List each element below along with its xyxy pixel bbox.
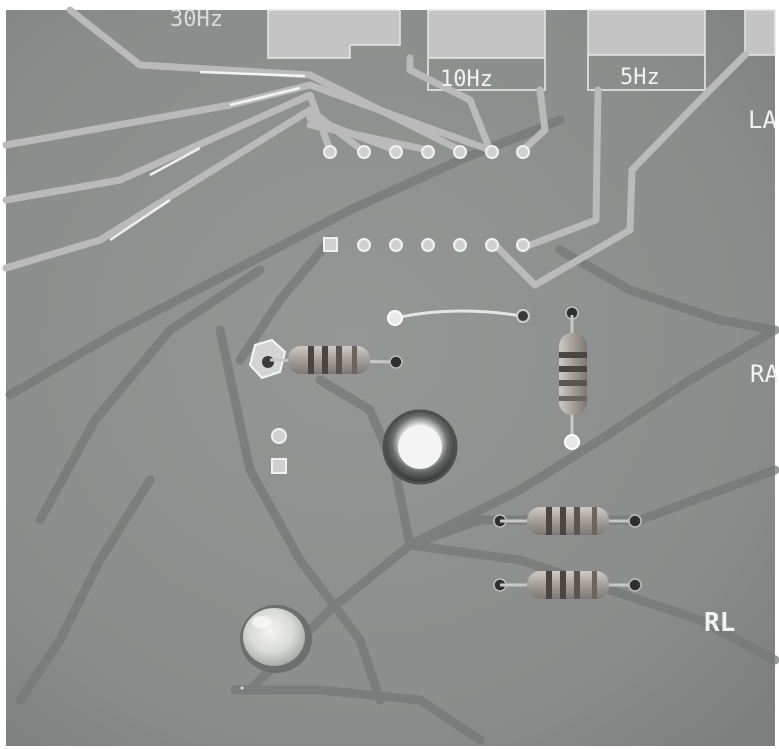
label-rl: RL	[704, 608, 735, 638]
copper-traces	[2, 6, 749, 289]
resistor-vertical	[559, 306, 587, 450]
resistor-right-1	[493, 507, 642, 535]
resistor-right-2	[493, 571, 642, 599]
trace-highlights	[109, 70, 306, 242]
led	[240, 605, 312, 673]
resistor-left	[248, 338, 403, 380]
label-ra: RA	[750, 360, 779, 388]
pin-row-bottom	[323, 237, 530, 252]
back-traces	[5, 115, 779, 745]
pin-row-top	[323, 145, 530, 159]
small-pads	[271, 428, 287, 474]
capacitor	[382, 409, 458, 485]
label-30hz: 30Hz	[170, 7, 223, 32]
top-pad-outlines	[427, 55, 706, 91]
top-pads	[267, 9, 776, 59]
board	[6, 10, 775, 746]
label-5hz: 5Hz	[620, 65, 660, 90]
label-la: LA	[748, 106, 777, 134]
label-10hz: 10Hz	[440, 67, 493, 92]
jumper-wire	[387, 309, 530, 326]
